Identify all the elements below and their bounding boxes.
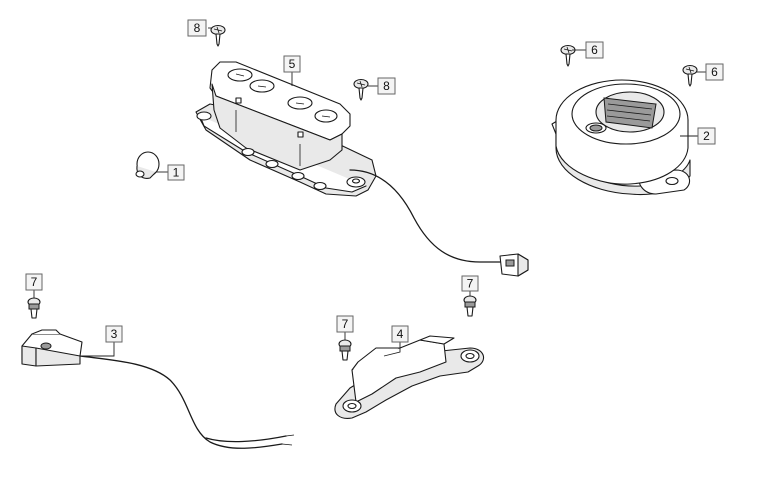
callout-6-left: 6 <box>585 41 604 59</box>
callout-7-right: 7 <box>461 275 479 292</box>
callout-5: 5 <box>283 55 301 73</box>
callout-label-5: 5 <box>289 57 296 71</box>
screw-7-right <box>463 295 477 317</box>
screw-6-left <box>560 44 576 67</box>
screw-7-middle <box>338 339 352 361</box>
leader-lines <box>33 27 706 357</box>
callout-3: 3 <box>105 325 123 343</box>
callout-label-8-middle: 8 <box>383 79 390 93</box>
callout-2: 2 <box>697 127 716 145</box>
callout-label-1: 1 <box>173 166 180 180</box>
callout-1: 1 <box>167 164 185 181</box>
part-3-sensor-with-wire <box>21 329 295 449</box>
callout-8-top: 8 <box>187 19 207 37</box>
callout-label-8-top: 8 <box>194 21 201 35</box>
callout-label-6-right: 6 <box>711 65 718 79</box>
part-2-round-control-unit <box>551 79 691 195</box>
screw-8-top <box>210 24 226 47</box>
callout-label-7-left: 7 <box>31 275 38 289</box>
screw-6-right <box>682 64 698 87</box>
screw-7-left <box>27 297 41 319</box>
callout-label-2: 2 <box>703 129 710 143</box>
part-1-cap <box>135 151 160 179</box>
callout-label-7-right: 7 <box>467 277 474 291</box>
callout-label-3: 3 <box>111 327 118 341</box>
callout-7-middle: 7 <box>336 315 354 333</box>
part-4-bracket <box>334 335 485 419</box>
screw-8-middle <box>353 78 369 101</box>
callout-6-right: 6 <box>705 63 724 81</box>
part-5-switch-keypad <box>195 61 529 277</box>
callout-7-left: 7 <box>25 273 43 291</box>
callout-label-4: 4 <box>397 327 404 341</box>
callout-4: 4 <box>391 325 409 343</box>
callout-label-6-left: 6 <box>591 43 598 57</box>
callout-8-middle: 8 <box>377 77 396 95</box>
callout-label-7-middle: 7 <box>342 317 349 331</box>
